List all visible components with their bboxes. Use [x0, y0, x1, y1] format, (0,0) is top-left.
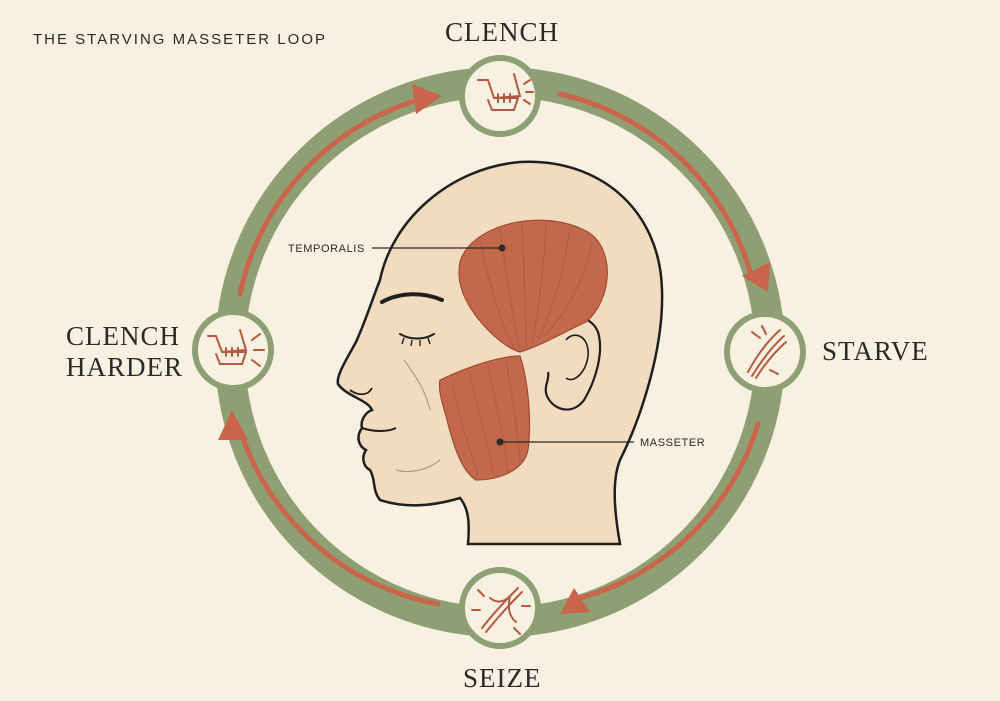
arrow-starve-to-seize: [577, 421, 761, 601]
arrow-seize-to-harder: [237, 427, 441, 607]
cramped-muscle-icon: [471, 587, 531, 635]
arrowhead-clench: [412, 84, 442, 114]
temporalis-dot: [498, 244, 506, 252]
cycle-arrows: [237, 91, 761, 607]
stage-icon-starve: [724, 311, 806, 393]
stage-label-starve: STARVE: [822, 336, 929, 366]
masseter-label: MASSETER: [640, 437, 705, 449]
anatomy-labels: TEMPORALIS MASSETER: [288, 243, 705, 449]
jaw-clench-harder-icon: [207, 329, 265, 367]
masseter-muscle: [438, 355, 531, 481]
arrowhead-seize: [560, 588, 590, 614]
cheek-line: [395, 359, 441, 473]
temporalis-label: TEMPORALIS: [288, 243, 365, 255]
jaw-clench-icon: [477, 73, 534, 111]
eyebrow: [380, 292, 444, 304]
stage-label-clench-harder-line1: CLENCH: [66, 321, 180, 351]
stage-icon-seize: [459, 567, 541, 649]
eye-lashes: [401, 337, 431, 347]
mouth-line: [361, 427, 397, 432]
head-silhouette: [336, 160, 664, 546]
arrow-clench-to-starve: [557, 91, 755, 281]
diagram-title: THE STARVING MASSETER LOOP: [33, 31, 327, 48]
arrow-harder-to-clench: [237, 97, 421, 297]
temporalis-fibers: [479, 221, 593, 351]
arrowheads: [218, 84, 770, 614]
masseter-fibers: [451, 359, 521, 477]
closed-eye: [399, 333, 435, 340]
arrowhead-starve: [742, 262, 770, 292]
torn-muscle-icon: [747, 325, 787, 379]
stage-icon-clench: [459, 55, 541, 137]
masseter-dot: [496, 438, 504, 446]
stage-label-seize: SEIZE: [463, 663, 542, 693]
stage-label-clench-harder: CLENCH HARDER: [66, 321, 183, 383]
nostril: [349, 387, 373, 396]
stage-label-clench: CLENCH: [445, 17, 559, 47]
head-illustration: [336, 160, 664, 546]
stage-icon-clench-harder: [192, 309, 274, 391]
stage-label-clench-harder-line2: HARDER: [66, 352, 184, 382]
arrowhead-harder: [218, 410, 248, 440]
temporalis-muscle: [458, 219, 608, 353]
ear-inner: [565, 334, 589, 381]
